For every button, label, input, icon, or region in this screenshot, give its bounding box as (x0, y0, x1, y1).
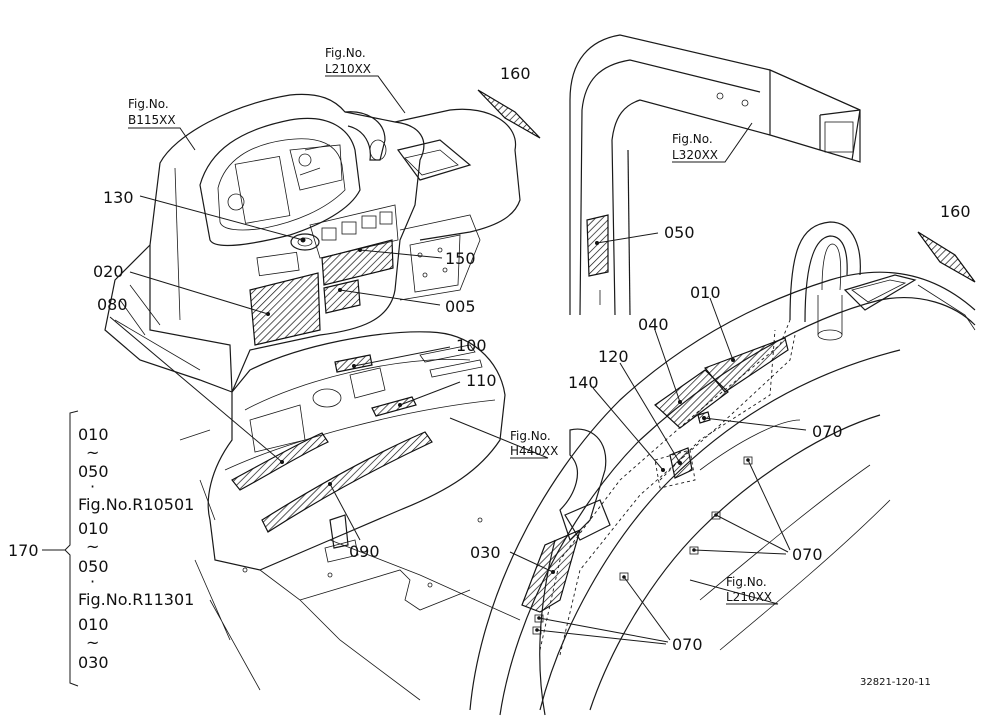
fig-ref-l210-top-line2: L210XX (325, 62, 371, 76)
label-110: 110 (466, 371, 497, 390)
label-070-bottom: 070 (672, 635, 703, 654)
group-170-range-2-start: 010 (78, 519, 109, 538)
label-040: 040 (638, 315, 669, 334)
rops-frame (569, 34, 861, 316)
fig-ref-h440-line2: H440XX (510, 444, 558, 458)
fig-ref-l210-bottom-line2: L210XX (726, 590, 772, 604)
drawing-code: 32821-120-11 (860, 677, 931, 688)
fig-ref-l210-bottom-line1: Fig.No. (726, 575, 767, 589)
group-170-range-3-end: 030 (78, 653, 109, 672)
decal-040 (654, 369, 729, 429)
group-170-range-3-tilde: ~ (86, 633, 99, 652)
label-160-left: 160 (500, 64, 531, 83)
part-labels: 130 020 080 150 005 100 110 090 160 160 … (8, 64, 971, 654)
group-170-range-1-start: 010 (78, 425, 109, 444)
group-170-range-1-end: 050 (78, 462, 109, 481)
group-170-ref-r10501: Fig.No.R10501 (78, 495, 194, 514)
label-020: 020 (93, 262, 124, 281)
decal-150 (321, 239, 394, 286)
label-150: 150 (445, 249, 476, 268)
label-170: 170 (8, 541, 39, 560)
decal-005 (323, 279, 361, 314)
label-140: 140 (568, 373, 599, 392)
group-170-range-2-end: 050 (78, 557, 109, 576)
label-130: 130 (103, 188, 134, 207)
label-080: 080 (97, 295, 128, 314)
decal-050 (586, 214, 609, 277)
label-070-mid: 070 (792, 545, 823, 564)
decal-080 (231, 432, 329, 491)
label-120: 120 (598, 347, 629, 366)
fig-ref-l210-top-line1: Fig.No. (325, 46, 366, 60)
group-170-range-2-tilde: ~ (86, 537, 99, 556)
fig-ref-b115-line2: B115XX (128, 113, 176, 127)
label-090: 090 (349, 542, 380, 561)
label-005: 005 (445, 297, 476, 316)
fender-outline (469, 221, 976, 716)
group-170-range-3-start: 010 (78, 615, 109, 634)
fig-ref-l320-line1: Fig.No. (672, 132, 713, 146)
decal-090 (261, 431, 433, 533)
decal-160-right (917, 231, 976, 283)
decal-020 (249, 272, 321, 346)
fig-ref-h440-line1: Fig.No. (510, 429, 551, 443)
decal-160-left (477, 89, 541, 139)
fig-ref-l320-line2: L320XX (672, 148, 718, 162)
dashboard-decals (231, 237, 433, 533)
fender-decals (521, 231, 976, 635)
group-170-dot-2: · (90, 572, 95, 591)
label-010: 010 (690, 283, 721, 302)
dashboard-outline (104, 93, 521, 701)
decal-100 (334, 354, 373, 373)
label-030: 030 (470, 543, 501, 562)
decal-110 (371, 396, 417, 417)
group-170-list: 010 ~ 050 · Fig.No.R10501 010 ~ 050 · Fi… (78, 425, 194, 672)
fig-ref-b115-line1: Fig.No. (128, 97, 169, 111)
label-160-right: 160 (940, 202, 971, 221)
group-170-dot-1: · (90, 477, 95, 496)
figure-references: Fig.No. B115XX Fig.No. L210XX Fig.No. L3… (128, 46, 772, 604)
label-050: 050 (664, 223, 695, 242)
label-070-top: 070 (812, 422, 843, 441)
label-100: 100 (456, 336, 487, 355)
group-170-range-1-tilde: ~ (86, 443, 99, 462)
group-170-ref-r11301: Fig.No.R11301 (78, 590, 194, 609)
leader-lines (42, 75, 807, 687)
